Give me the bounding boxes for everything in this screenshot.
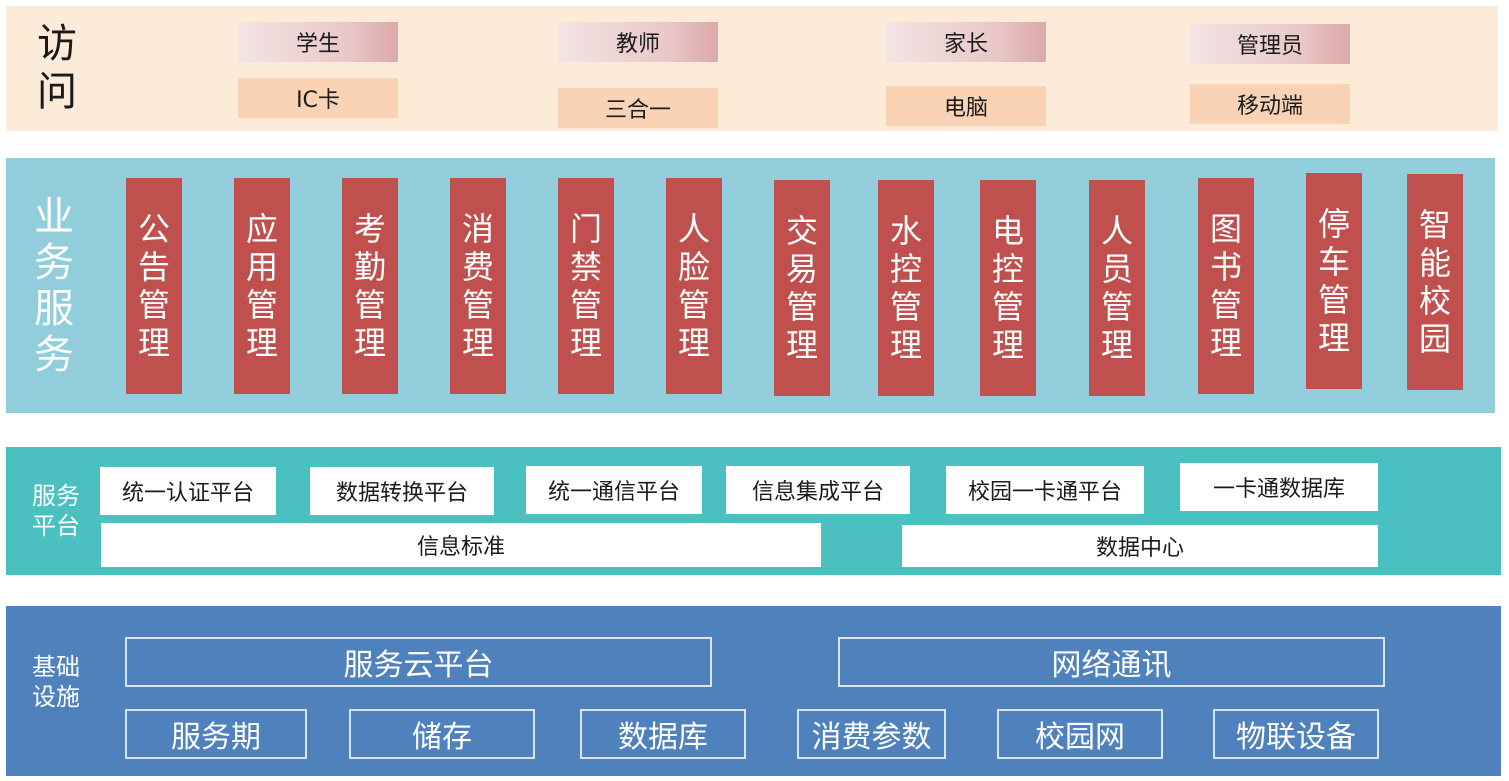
terminal-mobile: 移动端 bbox=[1190, 84, 1350, 124]
service-face: 人脸管理 bbox=[666, 178, 722, 394]
service-water-control: 水控管理 bbox=[878, 180, 934, 396]
infra-consumption-params: 消费参数 bbox=[797, 709, 946, 759]
platform-layer-title: 服务平台 bbox=[32, 482, 80, 540]
platform-unified-communication: 统一通信平台 bbox=[526, 466, 702, 514]
terminal-ic-card: IC卡 bbox=[238, 78, 398, 118]
infrastructure-layer: 基础设施 服务云平台 网络通讯 服务期 储存 数据库 消费参数 校园网 物联设备 bbox=[6, 606, 1501, 776]
infra-server: 服务期 bbox=[125, 709, 307, 759]
business-services-layer: 业务服务 公告管理 应用管理 考勤管理 消费管理 门禁管理 人脸管理 交易管理 … bbox=[6, 158, 1495, 413]
infra-storage: 储存 bbox=[349, 709, 535, 759]
service-smart-campus: 智能校园 bbox=[1407, 174, 1463, 390]
service-personnel: 人员管理 bbox=[1089, 180, 1145, 396]
role-admin: 管理员 bbox=[1190, 24, 1350, 64]
infra-network: 网络通讯 bbox=[838, 637, 1385, 687]
role-parent: 家长 bbox=[886, 22, 1046, 62]
access-layer: 访问 学生 教师 家长 管理员 IC卡 三合一 电脑 移动端 bbox=[6, 6, 1498, 131]
service-consumption: 消费管理 bbox=[450, 178, 506, 394]
infra-database: 数据库 bbox=[580, 709, 746, 759]
service-announcement: 公告管理 bbox=[126, 178, 182, 394]
terminal-computer: 电脑 bbox=[886, 86, 1046, 126]
service-transaction: 交易管理 bbox=[774, 180, 830, 396]
service-library: 图书管理 bbox=[1198, 178, 1254, 394]
platform-card-database: 一卡通数据库 bbox=[1180, 463, 1378, 511]
infrastructure-layer-title: 基础设施 bbox=[32, 653, 80, 711]
business-layer-title: 业务服务 bbox=[34, 194, 74, 378]
service-power-control: 电控管理 bbox=[980, 180, 1036, 396]
role-teacher: 教师 bbox=[558, 22, 718, 62]
service-platform-layer: 服务平台 统一认证平台 数据转换平台 统一通信平台 信息集成平台 校园一卡通平台… bbox=[6, 447, 1501, 575]
platform-info-standards: 信息标准 bbox=[101, 523, 821, 567]
service-parking: 停车管理 bbox=[1306, 173, 1362, 389]
service-attendance: 考勤管理 bbox=[342, 178, 398, 394]
platform-campus-card: 校园一卡通平台 bbox=[946, 466, 1144, 514]
role-student: 学生 bbox=[238, 22, 398, 62]
service-access-control: 门禁管理 bbox=[558, 178, 614, 394]
infra-iot-devices: 物联设备 bbox=[1213, 709, 1379, 759]
platform-data-center: 数据中心 bbox=[902, 525, 1378, 567]
infra-service-cloud: 服务云平台 bbox=[125, 637, 712, 687]
terminal-three-in-one: 三合一 bbox=[558, 88, 718, 128]
access-layer-title: 访问 bbox=[37, 21, 77, 115]
platform-data-conversion: 数据转换平台 bbox=[310, 467, 494, 515]
platform-info-integration: 信息集成平台 bbox=[726, 466, 910, 514]
service-application: 应用管理 bbox=[234, 178, 290, 394]
platform-unified-auth: 统一认证平台 bbox=[100, 467, 276, 515]
infra-campus-network: 校园网 bbox=[997, 709, 1163, 759]
